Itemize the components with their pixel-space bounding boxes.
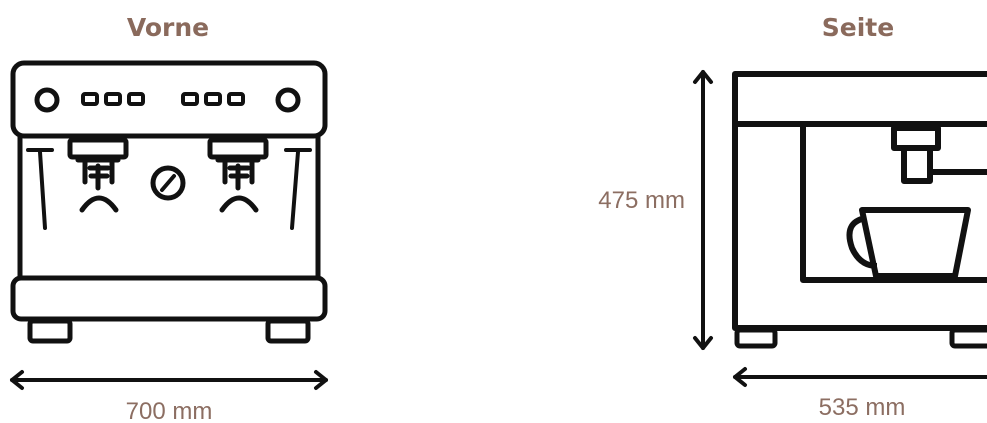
left-buttons-group — [81, 92, 145, 106]
button-icon — [127, 92, 145, 106]
side-machine-drawing — [732, 71, 987, 349]
right-buttons-group — [181, 92, 245, 106]
side-housing-outline — [732, 71, 987, 331]
left-dial-icon — [34, 87, 60, 113]
front-right-foot — [265, 318, 311, 344]
front-machine-drawing — [10, 60, 328, 344]
right-steam-wand — [284, 148, 312, 230]
front-view-title: Vorne — [127, 13, 209, 42]
side-rear-foot — [949, 327, 987, 349]
gauge-needle — [160, 174, 176, 192]
side-view-title: Seite — [822, 13, 894, 42]
front-drip-tray — [10, 275, 328, 322]
left-steam-wand — [26, 148, 54, 230]
front-width-label: 700 mm — [126, 398, 213, 423]
side-depth-label: 535 mm — [819, 394, 906, 421]
front-left-foot — [27, 318, 73, 344]
right-dial-icon — [275, 87, 301, 113]
button-icon — [227, 92, 245, 106]
side-spout — [901, 145, 933, 184]
button-icon — [81, 92, 99, 106]
side-front-foot — [734, 327, 778, 349]
cup-icon — [846, 207, 971, 279]
right-portafilter-icon — [215, 157, 261, 213]
front-width-arrow — [10, 370, 328, 390]
pressure-gauge-icon — [150, 165, 186, 201]
left-group-head — [67, 137, 129, 213]
front-view: Vorne — [10, 13, 328, 423]
side-height-arrow — [693, 70, 713, 350]
right-group-head — [207, 137, 269, 213]
button-icon — [181, 92, 199, 106]
button-icon — [104, 92, 122, 106]
left-portafilter-icon — [75, 157, 121, 213]
front-top-panel — [10, 60, 328, 139]
left-group-head-top — [67, 137, 129, 160]
side-view: Seite 475 mm 535 — [598, 13, 987, 421]
side-height-label: 475 mm — [598, 187, 685, 214]
button-icon — [204, 92, 222, 106]
right-group-head-top — [207, 137, 269, 160]
side-depth-arrow — [733, 367, 987, 387]
side-chamber-outline — [800, 121, 987, 283]
